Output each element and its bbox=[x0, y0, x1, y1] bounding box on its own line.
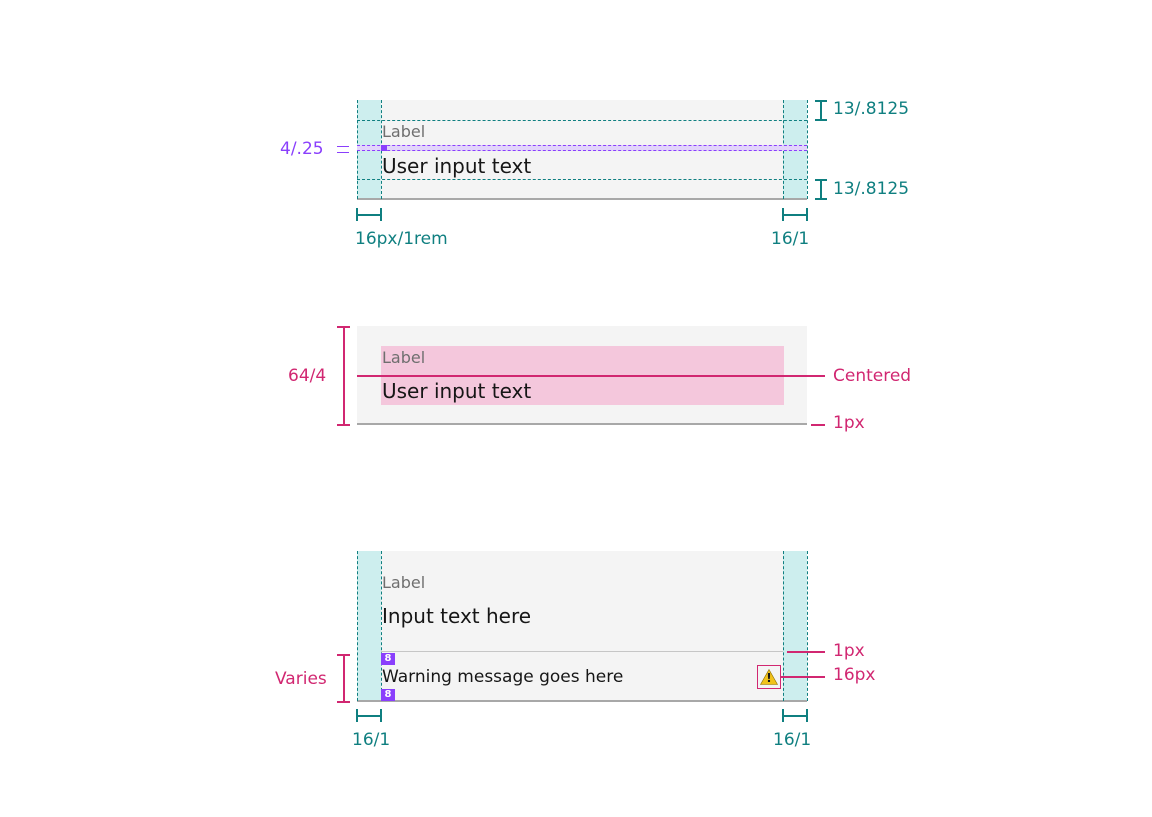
varies-bracket-line bbox=[343, 654, 345, 702]
input-bottom-border bbox=[357, 423, 807, 425]
label-gap-annotation: 4/.25 bbox=[280, 139, 324, 159]
divider-leader-line bbox=[787, 651, 825, 653]
bottom-spacing-bracket bbox=[815, 179, 827, 200]
warning-icon-glyph: ! bbox=[766, 671, 772, 685]
varies-annotation: Varies bbox=[275, 669, 327, 689]
warning-icon-outline bbox=[757, 665, 781, 689]
right-ruler-bar bbox=[782, 715, 808, 717]
left-ruler-bar bbox=[356, 214, 382, 216]
spacing-badge-bottom: 8 bbox=[381, 689, 395, 701]
left-padding-annotation: 16/1 bbox=[352, 730, 391, 750]
right-ruler-tick-end bbox=[806, 208, 808, 221]
centered-annotation: Centered bbox=[833, 366, 912, 386]
height-bracket-bottom bbox=[337, 424, 350, 426]
text-input-field bbox=[357, 551, 807, 701]
warning-divider bbox=[381, 651, 783, 652]
input-bottom-border bbox=[357, 700, 807, 702]
warning-icon bbox=[760, 669, 778, 685]
right-ruler-bar bbox=[782, 214, 808, 216]
input-bottom-border bbox=[357, 198, 807, 200]
user-input-text: User input text bbox=[382, 154, 532, 178]
border-annotation: 1px bbox=[833, 413, 865, 433]
top-spacing-bracket bbox=[815, 100, 827, 121]
left-padding-zone bbox=[357, 551, 381, 701]
bottom-spacing-annotation: 13/.8125 bbox=[833, 179, 910, 199]
left-ruler-tick-end bbox=[380, 208, 382, 221]
guide-right-outer bbox=[807, 100, 808, 199]
center-line bbox=[357, 375, 825, 377]
icon-size-leader-line bbox=[781, 676, 825, 678]
icon-size-annotation: 16px bbox=[833, 665, 876, 685]
input-text: Input text here bbox=[382, 604, 532, 628]
right-ruler-tick-end bbox=[806, 709, 808, 722]
left-ruler-bar bbox=[356, 715, 382, 717]
label-gap-marker bbox=[381, 145, 387, 151]
label-gap-bracket bbox=[337, 146, 349, 153]
right-padding-annotation: 16/1 bbox=[773, 730, 812, 750]
user-input-text: User input text bbox=[382, 379, 532, 403]
border-leader-line bbox=[811, 424, 825, 426]
label-gap-band bbox=[357, 145, 807, 151]
guide-left-inner bbox=[381, 551, 382, 701]
warning-message: Warning message goes here bbox=[382, 667, 624, 687]
guide-bottom-content bbox=[357, 179, 807, 180]
varies-bracket-bottom bbox=[337, 701, 350, 703]
top-spacing-annotation: 13/.8125 bbox=[833, 99, 910, 119]
field-label: Label bbox=[382, 573, 426, 592]
right-padding-annotation: 16/1 bbox=[771, 229, 810, 249]
guide-left-outer bbox=[357, 551, 358, 701]
spacing-badge-top: 8 bbox=[381, 653, 395, 665]
height-annotation: 64/4 bbox=[288, 366, 327, 386]
guide-right-outer bbox=[807, 551, 808, 701]
left-padding-annotation: 16px/1rem bbox=[355, 229, 448, 249]
height-bracket-line bbox=[343, 326, 345, 425]
guide-top-content bbox=[357, 120, 807, 121]
field-label: Label bbox=[382, 122, 426, 141]
field-label: Label bbox=[382, 348, 426, 367]
left-ruler-tick-end bbox=[380, 709, 382, 722]
guide-right-inner bbox=[783, 551, 784, 701]
divider-annotation: 1px bbox=[833, 641, 865, 661]
right-padding-zone bbox=[783, 551, 807, 701]
